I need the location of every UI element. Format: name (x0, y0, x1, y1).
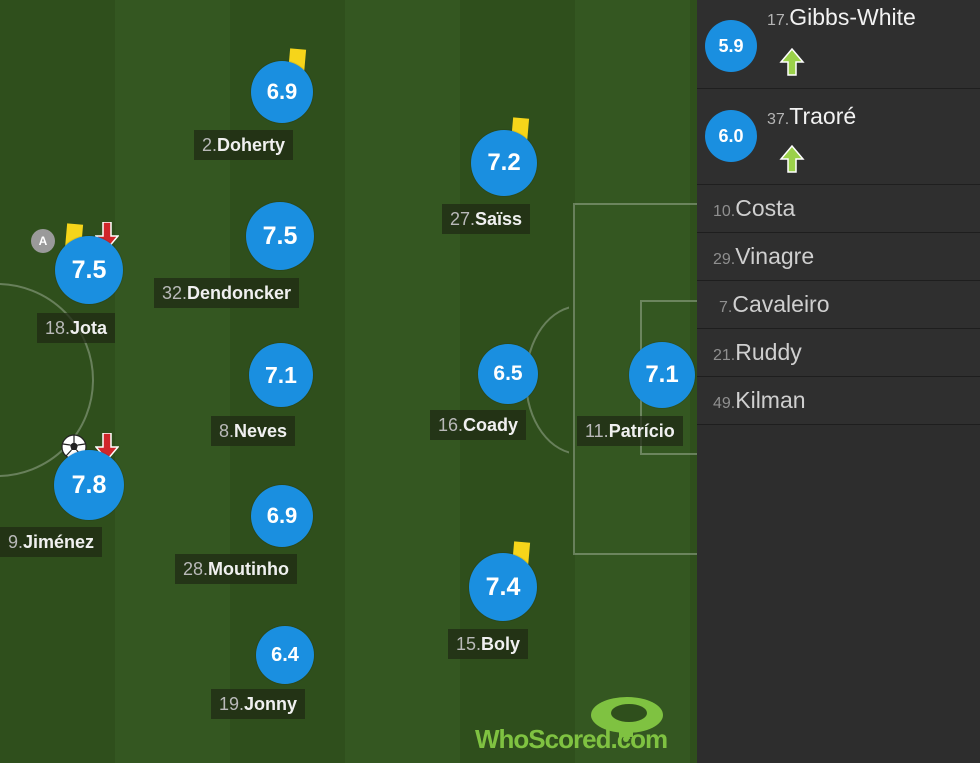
substitute-row[interactable]: 5.9 17.Gibbs-White (697, 0, 980, 89)
penalty-box (573, 203, 697, 555)
player-rating: 7.1 (629, 342, 695, 408)
player-rating: 6.9 (251, 485, 313, 547)
player-nameplate: 8.Neves (211, 416, 296, 446)
bench-player-name: 10.Costa (713, 195, 796, 221)
bench-row[interactable]: 29.Vinagre (697, 233, 980, 281)
player-rating: 7.1 (249, 343, 313, 407)
player-nameplate: 11.Patrício (577, 416, 683, 446)
player-rating: 7.2 (471, 130, 537, 196)
bench-row[interactable]: 10.Costa (697, 185, 980, 233)
substitute-rating: 5.9 (705, 20, 757, 72)
green-up-arrow-icon (779, 48, 805, 76)
whoscored-logo: WhoScored.com (475, 695, 690, 763)
player-nameplate: 27.Saïss (442, 204, 531, 234)
player-nameplate: 32.Dendoncker (154, 278, 300, 308)
green-up-arrow-icon (779, 145, 805, 173)
player-rating: 7.5 (246, 202, 314, 270)
captain-icon: A (31, 229, 55, 253)
substitute-row[interactable]: 6.0 37.Traoré (697, 89, 980, 185)
bench-row[interactable]: 21.Ruddy (697, 329, 980, 377)
substitutes-panel: 5.9 17.Gibbs-White 6.0 37.Traoré 10.Cost… (697, 0, 980, 763)
player-nameplate: 9.Jiménez (0, 527, 103, 557)
logo-text: WhoScored.com (475, 724, 668, 754)
player-nameplate: 19.Jonny (211, 689, 306, 719)
player-nameplate: 18.Jota (37, 313, 116, 343)
player-nameplate: 28.Moutinho (175, 554, 297, 584)
substitute-name: 17.Gibbs-White (767, 4, 916, 30)
player-nameplate: 2.Doherty (194, 130, 294, 160)
bench-row[interactable]: 49.Kilman (697, 377, 980, 425)
bench-row[interactable]: 7.Cavaleiro (697, 281, 980, 329)
player-rating: 6.9 (251, 61, 313, 123)
player-rating: 7.5 (55, 236, 123, 304)
substitute-rating: 6.0 (705, 110, 757, 162)
question-mark-logo-icon (591, 697, 663, 742)
player-nameplate: 16.Coady (430, 410, 527, 440)
bench-player-name: 29.Vinagre (713, 243, 815, 269)
player-nameplate: 15.Boly (448, 629, 529, 659)
bench-player-name: 49.Kilman (713, 387, 806, 413)
bench-player-name: 21.Ruddy (713, 339, 802, 365)
player-rating: 7.4 (469, 553, 537, 621)
player-rating: 7.8 (54, 450, 124, 520)
player-rating: 6.4 (256, 626, 314, 684)
substitute-name: 37.Traoré (767, 103, 857, 129)
pitch: A 7.5 18.Jota 7.8 9.Jiménez 6.9 2.Dohert… (0, 0, 697, 763)
player-rating: 6.5 (478, 344, 538, 404)
bench-player-name: 7.Cavaleiro (719, 291, 830, 317)
